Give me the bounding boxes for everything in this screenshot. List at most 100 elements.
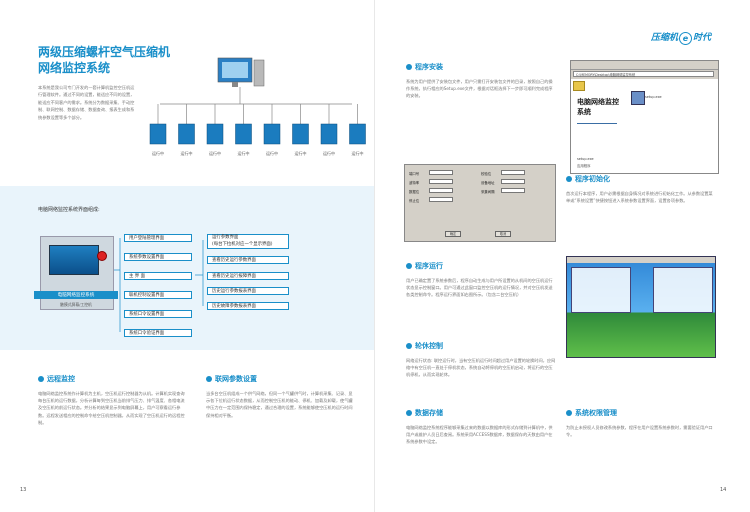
form-field[interactable] xyxy=(501,179,525,184)
run-title-bar xyxy=(567,257,715,263)
flow-box-left: 系统口令验证界面 xyxy=(124,329,192,337)
section-remote-monitor-text: 电脑网络监控系统作计算机为主机，空压机运行控制器为从机。计算机实现查询每台压机的… xyxy=(38,391,185,425)
section-init: 程序初始化 xyxy=(566,174,610,184)
title-line-2: 网络监控系统 xyxy=(38,61,111,75)
setup-icon[interactable] xyxy=(631,91,645,105)
panel-screen xyxy=(49,245,99,275)
section-title: 联网参数设置 xyxy=(215,375,257,383)
intro-paragraph: 本系统是我公司专门开发的一套计算机监控空压机运行管理软件。通过不同的设置，能适应… xyxy=(38,85,135,120)
compressor-node xyxy=(235,123,252,145)
section-title: 数据存储 xyxy=(415,409,443,417)
form-field[interactable] xyxy=(501,170,525,175)
section-init-text: 首次运行本程序，用户必需根据自身情况对系统进行初始化工作。从参数设置菜单或“系统… xyxy=(566,191,713,204)
network-diagram: 运行中运行中运行中运行中运行中运行中运行中运行中 xyxy=(149,57,366,156)
pc-tower xyxy=(253,59,265,87)
compressor-panel-1 xyxy=(571,267,631,313)
section-run: 程序运行 xyxy=(406,261,443,271)
flow-box-right: 运行参数界面 (每台下拉机对应一个显示界面) xyxy=(207,234,289,249)
node-label: 运行中 xyxy=(352,150,364,156)
bullet-icon xyxy=(38,375,44,382)
form-field[interactable] xyxy=(429,170,453,175)
flow-connectors xyxy=(114,238,204,332)
node-label: 运行中 xyxy=(323,150,335,156)
node-label: 运行中 xyxy=(152,150,164,156)
node-label: 运行中 xyxy=(266,150,278,156)
compressor-node xyxy=(149,123,167,145)
flow-box-right: 查看历史运行报障界面 xyxy=(207,272,289,280)
left-page: 两级压缩螺杆空气压缩机 网络监控系统 本系统是我公司专门开发的一套计算机监控空压… xyxy=(0,44,375,493)
bullet-icon xyxy=(406,409,412,416)
section-storage: 数据存储 xyxy=(406,408,443,418)
compressor-node xyxy=(320,123,338,145)
divider xyxy=(577,123,617,124)
bullet-icon xyxy=(406,63,412,70)
form-label: 设备地址 xyxy=(481,181,495,185)
node-label: 运行中 xyxy=(295,150,307,156)
address-bar: C:\MEMORY\Desktop\电脑网络监控系统 xyxy=(573,71,714,77)
setup-filename-2: setup.exe xyxy=(577,157,594,161)
section-title: 程序安装 xyxy=(415,63,443,71)
folder-icon xyxy=(573,81,585,91)
section-rotation: 轮休控制 xyxy=(406,341,443,351)
section-title: 程序运行 xyxy=(415,262,443,270)
compressor-node xyxy=(349,123,366,145)
compressor-node xyxy=(292,123,309,145)
section-network-params-text: 当多台空压机组成一个供气网络，但同一个气罐供气时，计算机采集、记录、显示各下位机… xyxy=(206,391,353,418)
node-label: 运行中 xyxy=(181,150,193,156)
section-install: 程序安装 xyxy=(406,62,443,72)
bullet-icon xyxy=(206,375,212,382)
flow-box-right: 历史故障参数报表界面 xyxy=(207,302,289,310)
compressor-node xyxy=(206,123,224,145)
form-label: 端口号 xyxy=(409,172,420,176)
run-screen-screenshot xyxy=(566,256,716,358)
form-label: 校验位 xyxy=(481,172,492,176)
form-label: 波特率 xyxy=(409,181,420,185)
form-label: 停止位 xyxy=(409,199,420,203)
page-fold xyxy=(374,0,375,512)
monitor-stand xyxy=(232,82,238,87)
page-number-left: 13 xyxy=(20,487,27,493)
section-permissions: 系统权限管理 xyxy=(566,408,617,418)
emergency-stop-icon xyxy=(97,251,107,261)
setup-file-desc: 应用程序 xyxy=(577,164,591,168)
form-label: 数据位 xyxy=(409,190,420,194)
bullet-icon xyxy=(406,262,412,269)
section-title: 远程监控 xyxy=(47,375,75,383)
section-storage-text: 电脑网络监控系统程序能够采集过来的数据以数据库的形式存储到计算机中，供用户或维护… xyxy=(406,425,553,445)
flow-box-left: 用户登陆管理界面 xyxy=(124,234,192,242)
section-network-params: 联网参数设置 xyxy=(206,374,257,384)
compressor-panel-2 xyxy=(653,267,713,313)
setup-filename[interactable]: setup.exe xyxy=(645,95,662,99)
cancel-button[interactable]: 取消 xyxy=(495,231,511,237)
panel-label: 电脑网络监控系统 xyxy=(34,291,118,299)
ok-button[interactable]: 确定 xyxy=(445,231,461,237)
panel-sub-label: 触摸式屏幕/工控机 xyxy=(60,302,92,307)
section-rotation-text: 网络运行状态: 联控运行时，当有空压机运行时间超过用户设置的轮换时间，应网络中有… xyxy=(406,358,556,378)
bullet-icon xyxy=(566,409,572,416)
folder-heading: 电脑网络监控 系统 xyxy=(577,98,619,116)
form-field[interactable] xyxy=(429,197,453,202)
compressor-node xyxy=(178,123,195,145)
section-run-text: 用户已确定置了系统参数后，程序自动生成与用户所设置的从机间的空压机运行状态显示控… xyxy=(406,278,553,298)
flow-box-right: 历史运行参数报表界面 xyxy=(207,287,289,295)
flow-box-left: 系统参数设置界面 xyxy=(124,253,192,261)
form-label: 采集间隔 xyxy=(481,190,495,194)
section-remote-monitor: 远程监控 xyxy=(38,374,75,384)
form-field[interactable] xyxy=(501,188,525,193)
menu-bar xyxy=(571,61,718,70)
flow-box-left: 系统口令设置界面 xyxy=(124,310,192,318)
section-title: 轮休控制 xyxy=(415,342,443,350)
form-field[interactable] xyxy=(429,179,453,184)
form-field[interactable] xyxy=(429,188,453,193)
compressor-node xyxy=(263,123,281,145)
node-label: 运行中 xyxy=(209,150,221,156)
settings-window-screenshot: 端口号波特率数据位停止位 校验位设备地址采集间隔 确定 取消 xyxy=(404,164,556,242)
flow-box-right: 查看历史运行参数界面 xyxy=(207,256,289,264)
logo-e-icon: e xyxy=(679,32,693,45)
flow-box-left: 主 界 面 xyxy=(124,272,192,280)
section-permissions-text: 为防止未授权人员修改系统参数，程序在用户设置系统参数时，需要验证用户口令。 xyxy=(566,425,713,438)
brochure-title: 两级压缩螺杆空气压缩机 网络监控系统 xyxy=(38,44,238,76)
section-title: 程序初始化 xyxy=(575,175,610,183)
band-title: 电脑网络监控系统界面组成: xyxy=(38,207,100,213)
